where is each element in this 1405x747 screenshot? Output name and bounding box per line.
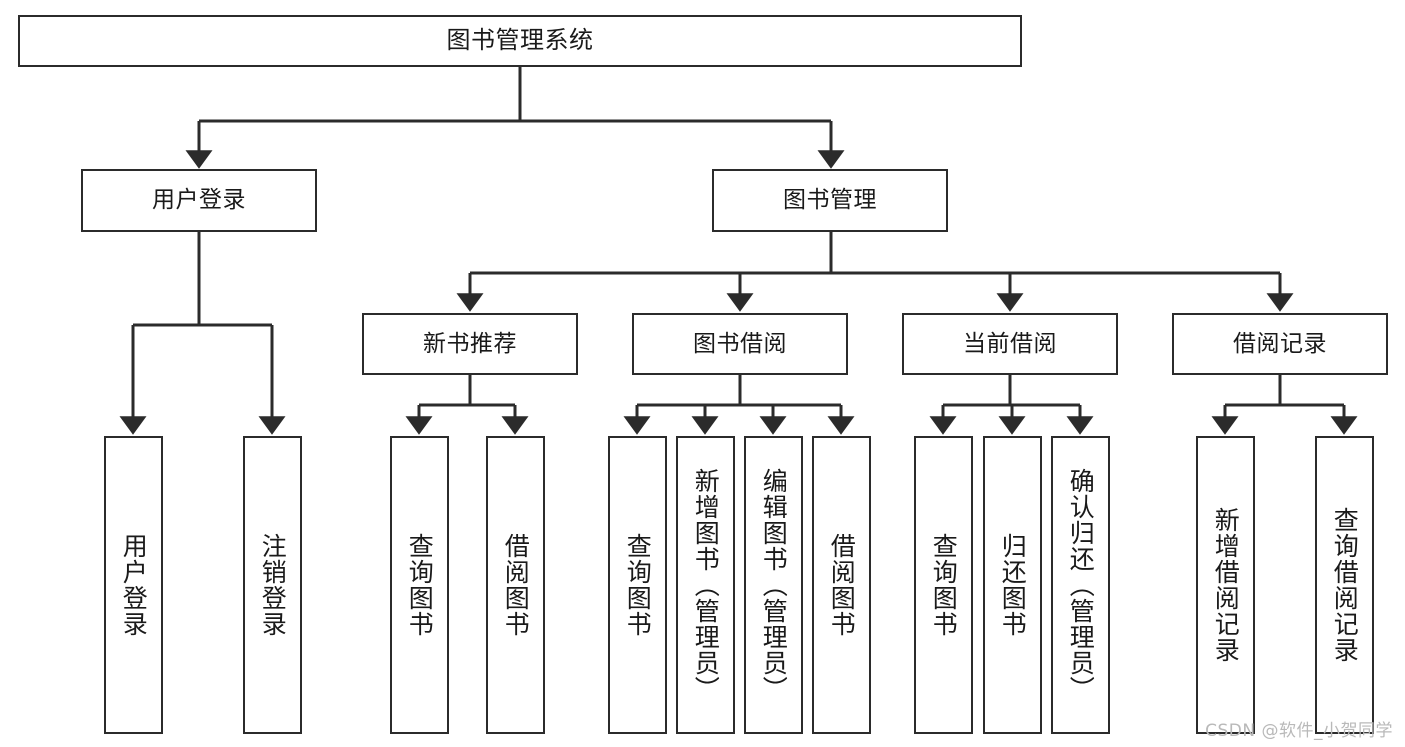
leaf-current-borrow-query[interactable]: 查询图书 — [914, 436, 973, 734]
node-label: 图书管理 — [783, 187, 877, 214]
node-root-system[interactable]: 图书管理系统 — [18, 15, 1022, 67]
node-borrow-record[interactable]: 借阅记录 — [1172, 313, 1388, 375]
node-label: 查询图书 — [929, 533, 959, 637]
leaf-current-borrow-confirm[interactable]: 确认归还（管理员） — [1051, 436, 1110, 734]
node-label: 新增借阅记录 — [1211, 507, 1241, 663]
node-label: 新增图书（管理员） — [691, 468, 721, 702]
node-label: 归还图书 — [998, 533, 1028, 637]
node-label: 图书借阅 — [693, 330, 787, 357]
node-label: 用户登录 — [119, 533, 149, 637]
leaf-book-borrow-edit[interactable]: 编辑图书（管理员） — [744, 436, 803, 734]
node-label: 图书管理系统 — [446, 26, 594, 55]
node-label: 借阅图书 — [501, 533, 531, 637]
leaf-book-borrow-add[interactable]: 新增图书（管理员） — [676, 436, 735, 734]
leaf-borrow-record-query[interactable]: 查询借阅记录 — [1315, 436, 1374, 734]
node-label: 借阅图书 — [827, 533, 857, 637]
leaf-user-login-login[interactable]: 用户登录 — [104, 436, 163, 734]
node-label: 确认归还（管理员） — [1066, 468, 1096, 702]
node-label: 查询图书 — [405, 533, 435, 637]
node-label: 编辑图书（管理员） — [759, 468, 789, 702]
node-label: 当前借阅 — [963, 330, 1057, 357]
node-label: 用户登录 — [152, 187, 246, 214]
node-current-borrow[interactable]: 当前借阅 — [902, 313, 1118, 375]
node-book-management[interactable]: 图书管理 — [712, 169, 948, 232]
watermark-text: CSDN @软件_小贺同学 — [1205, 721, 1393, 741]
node-user-login[interactable]: 用户登录 — [81, 169, 317, 232]
node-label: 查询图书 — [623, 533, 653, 637]
node-new-book-recommend[interactable]: 新书推荐 — [362, 313, 578, 375]
leaf-user-login-logout[interactable]: 注销登录 — [243, 436, 302, 734]
node-label: 查询借阅记录 — [1330, 507, 1360, 663]
node-book-borrow[interactable]: 图书借阅 — [632, 313, 848, 375]
leaf-new-book-borrow[interactable]: 借阅图书 — [486, 436, 545, 734]
leaf-new-book-query[interactable]: 查询图书 — [390, 436, 449, 734]
leaf-book-borrow-borrow[interactable]: 借阅图书 — [812, 436, 871, 734]
node-label: 新书推荐 — [423, 330, 517, 357]
leaf-borrow-record-add[interactable]: 新增借阅记录 — [1196, 436, 1255, 734]
node-label: 借阅记录 — [1233, 330, 1327, 357]
node-label: 注销登录 — [258, 533, 288, 637]
leaf-book-borrow-query[interactable]: 查询图书 — [608, 436, 667, 734]
leaf-current-borrow-return[interactable]: 归还图书 — [983, 436, 1042, 734]
